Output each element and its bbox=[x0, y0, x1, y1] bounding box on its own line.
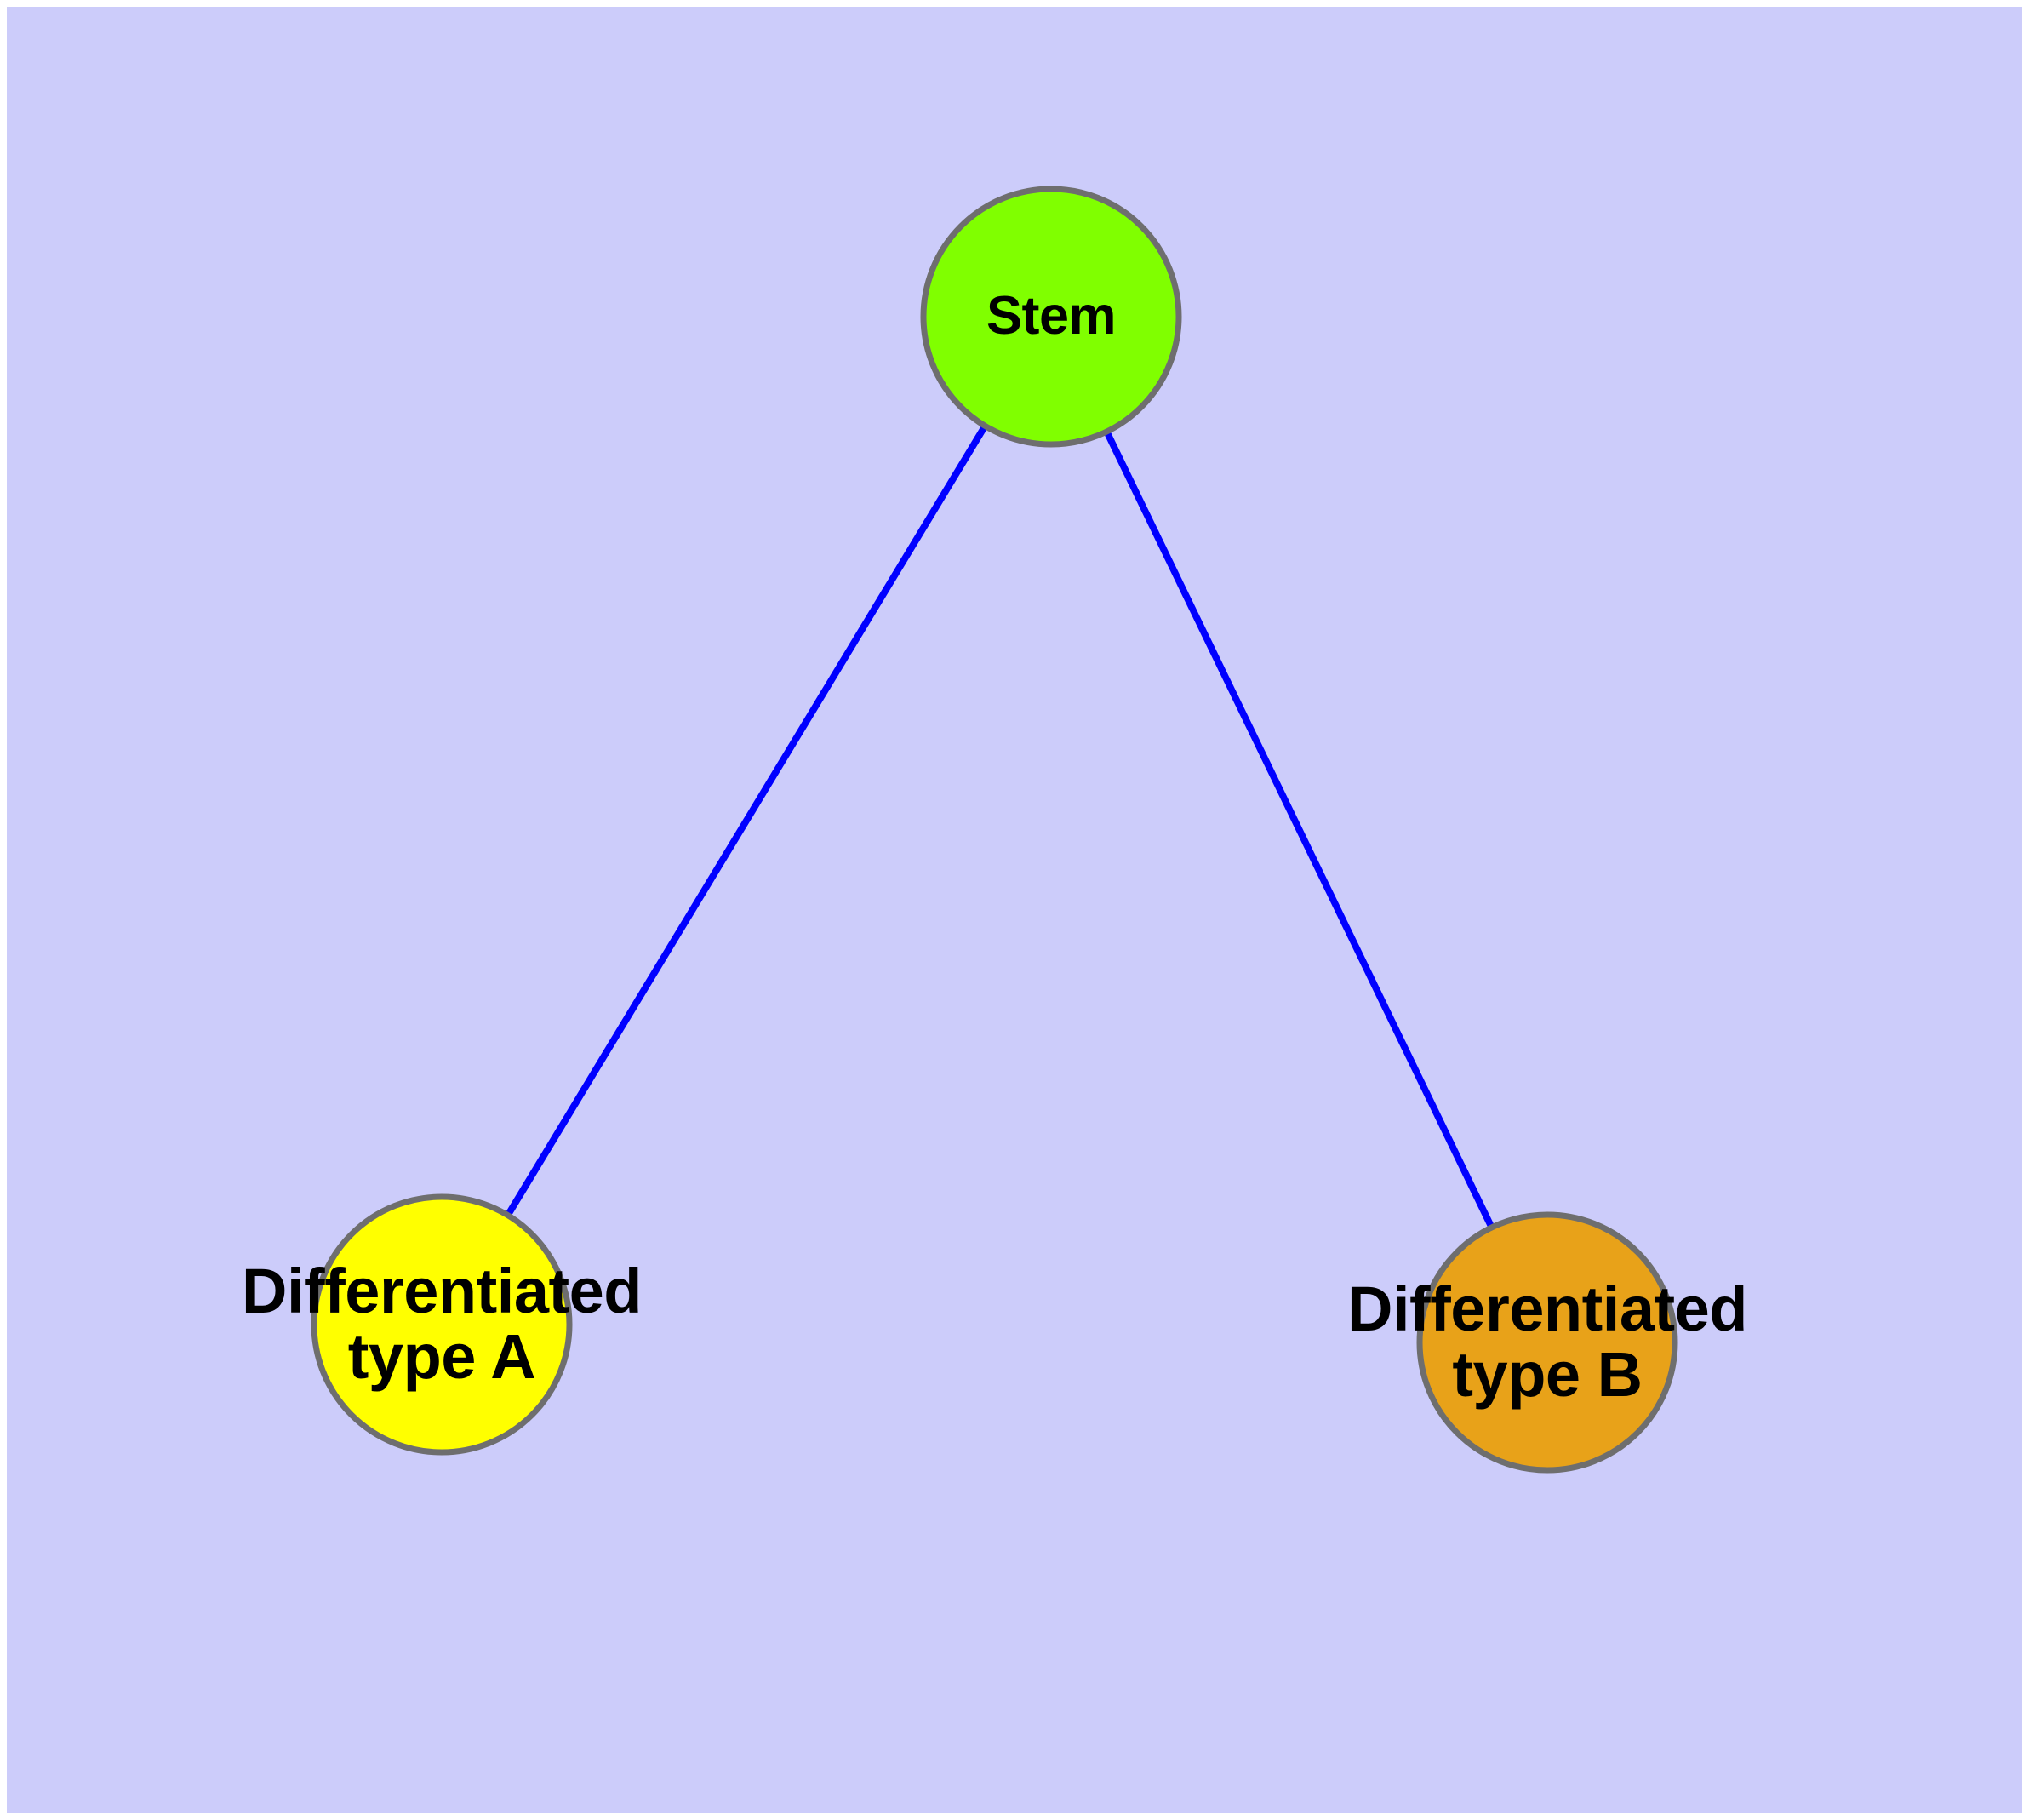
nodes-group bbox=[311, 186, 1678, 1474]
edges-group bbox=[504, 422, 1496, 1231]
graph-node-stem[interactable] bbox=[920, 186, 1182, 448]
graph-node-diff_a[interactable] bbox=[311, 1193, 573, 1456]
graph-edge-stem-diff_b bbox=[1102, 428, 1496, 1231]
graph-node-diff_b[interactable] bbox=[1416, 1211, 1678, 1474]
graph-edge-stem-diff_a bbox=[504, 422, 989, 1219]
